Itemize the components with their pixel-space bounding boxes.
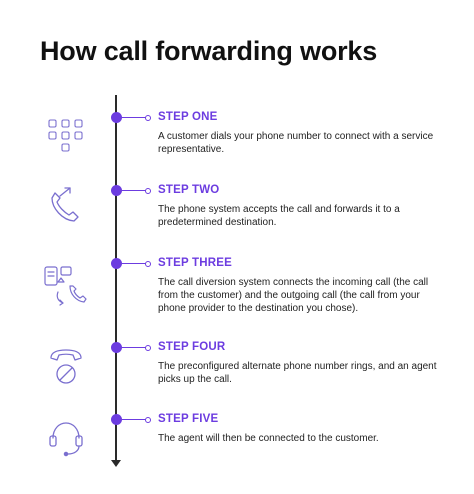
step-two-marker [110,185,122,196]
phone-blocked-icon [48,348,84,388]
step-one-title: STEP ONE [158,111,218,123]
page-title: How call forwarding works [40,36,378,66]
step-two-connector [121,190,146,191]
step-five-description: The agent will then be connected to the … [158,433,379,444]
step-five-title: STEP FIVE [158,413,219,425]
step-three-connector [121,263,146,264]
step-two-ring [145,187,151,194]
step-four-connector [121,347,146,348]
step-five-connector [121,419,146,420]
keypad-icon [48,119,86,155]
step-three-title: STEP THREE [158,257,232,269]
step-four-ring [145,344,151,351]
step-one-ring [145,114,151,121]
step-three-marker [110,258,122,269]
step-four-marker [110,342,122,353]
headset-icon [48,420,84,458]
step-one-connector [121,117,146,118]
call-diversion-icon [44,264,88,308]
step-two-title: STEP TWO [158,184,220,196]
step-one-description: A customer dials your phone number to co… [158,131,434,155]
step-four-description: The preconfigured alternate phone number… [158,361,437,385]
step-five-marker [110,414,122,425]
step-five-ring [145,416,151,423]
step-two-description: The phone system accepts the call and fo… [158,204,400,228]
timeline-arrow-icon [111,460,121,467]
step-four-title: STEP FOUR [158,341,226,353]
timeline-line [115,95,117,463]
step-three-description: The call diversion system connects the i… [158,277,429,314]
forwarded-call-icon [46,186,86,226]
step-three-ring [145,260,151,267]
step-one-marker [110,112,122,123]
